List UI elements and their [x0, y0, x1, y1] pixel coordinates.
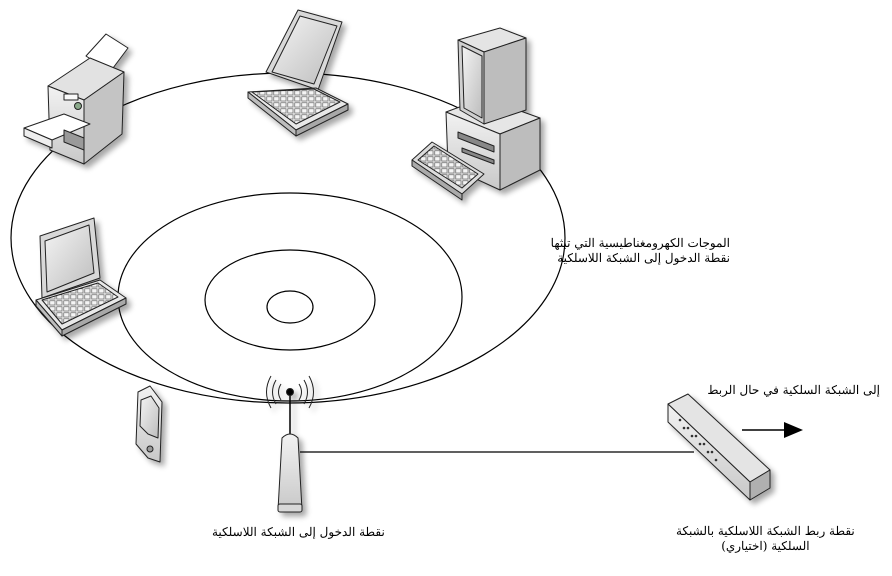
network-bridge-icon — [668, 394, 770, 500]
access-point-label: نقطة الدخول إلى الشبكة اللاسلكية — [212, 525, 385, 540]
desktop-computer-icon — [412, 28, 540, 200]
arrow-right-icon — [742, 422, 803, 438]
laptop-icon — [248, 10, 348, 136]
wired-network-label: إلى الشبكة السلكية في حال الربط — [707, 383, 880, 398]
bridge-label-line2: السلكية (اختياري) — [676, 539, 855, 554]
waves-label: الموجات الكهرومغناطيسية التي تبثها نقطة … — [551, 236, 730, 266]
bridge-label: نقطة ربط الشبكة اللاسلكية بالشبكة السلكي… — [676, 524, 855, 554]
waves-label-line2: نقطة الدخول إلى الشبكة اللاسلكية — [551, 251, 730, 266]
laptop-icon — [36, 218, 126, 336]
wave-ring-inner — [267, 291, 313, 323]
printer-icon — [24, 34, 128, 164]
wave-ring-3 — [205, 250, 375, 350]
wave-ring-2 — [118, 193, 462, 401]
waves-label-line1: الموجات الكهرومغناطيسية التي تبثها — [551, 236, 730, 251]
pda-icon — [136, 386, 162, 462]
access-point-icon — [267, 376, 314, 512]
bridge-label-line1: نقطة ربط الشبكة اللاسلكية بالشبكة — [676, 524, 855, 539]
